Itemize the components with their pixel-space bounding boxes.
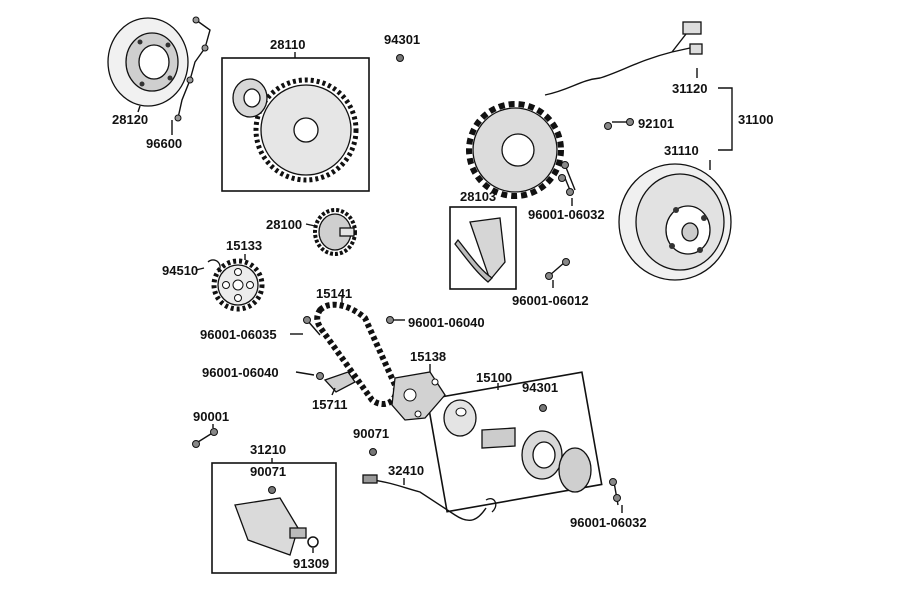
label-96600: 96600 — [146, 136, 182, 151]
box-28103-guide — [449, 206, 517, 290]
tensioner-15711 — [323, 371, 356, 393]
label-31120: 31120 — [672, 81, 707, 96]
gear-28110 — [232, 77, 359, 183]
label-31110: 31110 — [664, 143, 699, 158]
label-28103: 28103 — [460, 189, 496, 204]
label-15138: 15138 — [410, 349, 446, 364]
label-15100: 15100 — [476, 370, 512, 385]
bolt-94301-top — [396, 54, 404, 62]
bolts-96001-06032-b — [609, 478, 623, 513]
bolt-96001-06012 — [545, 258, 570, 288]
bolt-94301-mid — [539, 404, 547, 412]
label-28110: 28110 — [270, 37, 305, 52]
bolt-92101 — [604, 118, 634, 130]
bolt-90071-a — [369, 448, 377, 456]
label-96001-06035: 96001-06035 — [200, 327, 277, 342]
starter-assembly-15100 — [443, 399, 592, 493]
sprocket-15133 — [211, 258, 265, 312]
label-15711: 15711 — [312, 397, 347, 412]
label-31100: 31100 — [738, 112, 773, 127]
bolt-96001-06040-a — [386, 316, 405, 324]
label-96001-06032-a: 96001-06032 — [528, 207, 605, 222]
label-91309: 91309 — [293, 556, 329, 571]
label-32410: 32410 — [388, 463, 424, 478]
flywheel-ring-28120 — [107, 17, 189, 107]
label-31210: 31210 — [250, 442, 286, 457]
label-96001-06040-a: 96001-06040 — [408, 315, 485, 330]
clutch-gear-28100 — [313, 208, 357, 256]
bolt-90001 — [192, 428, 218, 448]
oring-91309 — [307, 536, 319, 548]
circlip-94510 — [207, 259, 221, 273]
label-94301-top: 94301 — [384, 32, 420, 47]
chain-15141 — [314, 301, 399, 407]
label-92101: 92101 — [638, 116, 674, 131]
label-90071-a: 90071 — [353, 426, 389, 441]
bracket-31100 — [718, 87, 733, 151]
bolt-90071-b — [268, 486, 276, 494]
bolts-96600 — [174, 16, 211, 122]
bracket-15138 — [391, 371, 446, 421]
label-90001: 90001 — [193, 409, 229, 424]
bolts-96001-06032-a — [558, 161, 576, 206]
cable-32410 — [362, 474, 497, 522]
stator-31120 — [466, 21, 703, 199]
label-28100: 28100 — [266, 217, 302, 232]
bolt-96001-06040-b — [295, 371, 324, 380]
box-31210-motor — [211, 462, 337, 574]
label-94510: 94510 — [162, 263, 198, 278]
rotor-31110 — [618, 163, 732, 281]
label-96001-06012: 96001-06012 — [512, 293, 589, 308]
label-96001-06032-b: 96001-06032 — [570, 515, 647, 530]
label-90071-b: 90071 — [250, 464, 286, 479]
box-15100-starter — [426, 371, 603, 513]
bolt-96001-06035 — [303, 316, 321, 336]
label-15133: 15133 — [226, 238, 262, 253]
label-96001-06040-b: 96001-06040 — [202, 365, 279, 380]
label-94301-mid: 94301 — [522, 380, 558, 395]
starter-motor-31210 — [234, 497, 319, 556]
label-28120: 28120 — [112, 112, 148, 127]
label-15141: 15141 — [316, 286, 352, 301]
guide-28103 — [454, 217, 506, 283]
